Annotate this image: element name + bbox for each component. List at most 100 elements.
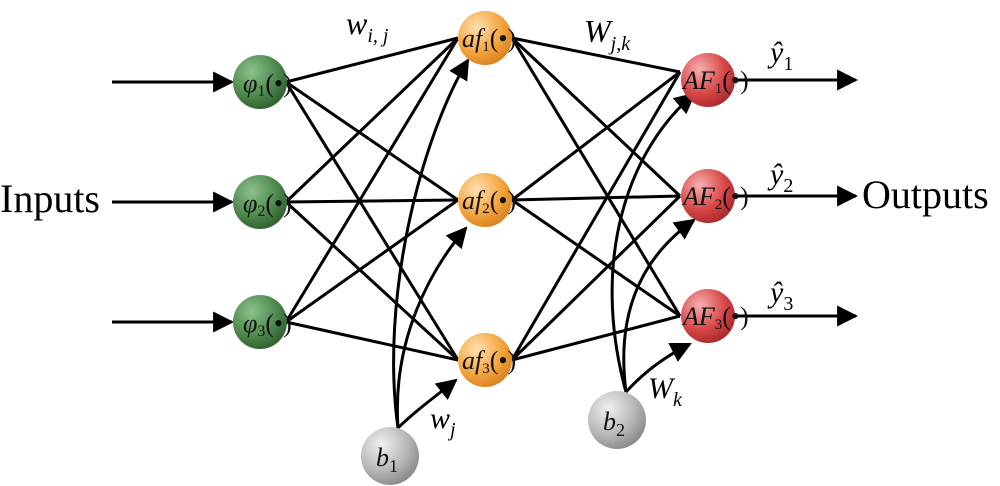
bias1-to-hidden2 [395, 226, 468, 429]
node-argument: (•) [722, 302, 748, 331]
y-hat-subscript: 1 [783, 53, 793, 75]
outputs-label: Outputs [862, 172, 989, 217]
edge [285, 198, 459, 324]
node-argument: (•) [722, 66, 748, 95]
hidden-node-2: af2(•) [458, 173, 516, 227]
weight-wj-symbol: w [430, 402, 450, 435]
weight-Wjk-subscript: j,k [608, 33, 632, 55]
node-symbol: AF [681, 66, 716, 95]
node-argument: (•) [265, 189, 291, 218]
node-symbol: af [462, 24, 486, 53]
edge [511, 198, 681, 318]
bias-node-2: b2 [588, 391, 646, 449]
weight-Wk-subscript: k [673, 389, 683, 411]
node-symbol: φ [243, 189, 257, 218]
node-symbol: af [462, 346, 486, 375]
node-subscript: 3 [715, 317, 723, 333]
svg-text:af2(•): af2(•) [462, 186, 516, 217]
node-argument: (•) [265, 69, 291, 98]
svg-text:AF2(•): AF2(•) [681, 182, 749, 213]
hidden-output-edges [510, 36, 682, 362]
edge [285, 198, 459, 204]
bias1-to-hidden1 [392, 58, 470, 429]
bias2-to-output3 [624, 342, 692, 394]
bias1-arrows [392, 58, 470, 430]
weight-wij-label: wi, j [346, 5, 389, 47]
node-subscript: 1 [482, 39, 490, 55]
y-hat-symbol: ŷ [767, 158, 784, 191]
y-hat-subscript: 2 [783, 175, 793, 197]
input-node-2: φ2(•) [233, 175, 292, 229]
hidden-node-3: af3(•) [458, 333, 516, 387]
node-subscript: 2 [715, 197, 723, 213]
svg-text:φ1(•): φ1(•) [243, 69, 292, 100]
edge [510, 37, 682, 317]
svg-text:AF1(•): AF1(•) [681, 66, 749, 97]
hidden-node-1: af1(•) [458, 11, 516, 65]
edge [511, 70, 681, 202]
edge [285, 80, 459, 202]
node-symbol: φ [243, 309, 257, 338]
node-subscript: 2 [482, 201, 490, 217]
bias1-to-hidden3 [396, 378, 458, 430]
node-subscript: 2 [257, 203, 265, 220]
y-hat-subscript: 3 [783, 293, 793, 315]
edge [511, 314, 681, 362]
bias2-to-output2 [622, 218, 696, 393]
weight-Wjk-label: Wj,k [584, 13, 631, 55]
bias2-arrows [610, 92, 696, 394]
input-hidden-edges [284, 36, 460, 362]
output-arrows [736, 69, 859, 327]
node-subscript: 1 [257, 83, 265, 100]
weight-wij-subscript: i, j [367, 25, 389, 47]
svg-text:af1(•): af1(•) [462, 24, 516, 55]
edge [511, 36, 681, 74]
y-hat-symbol: ŷ [767, 276, 784, 309]
node-symbol: AF [681, 302, 716, 331]
edge [510, 71, 682, 361]
node-subscript: 3 [257, 323, 265, 340]
node-argument: (•) [490, 24, 516, 53]
node-symbol: AF [681, 182, 716, 211]
node-symbol: φ [243, 69, 257, 98]
inputs-label: Inputs [0, 176, 100, 221]
svg-text:φ3(•): φ3(•) [243, 309, 292, 340]
svg-text:b2: b2 [603, 407, 625, 440]
input-arrows [112, 71, 235, 333]
node-subscript: 1 [389, 456, 398, 476]
node-symbol: b [376, 443, 389, 472]
node-subscript: 2 [616, 420, 625, 440]
bias-node-1: b1 [361, 427, 419, 485]
svg-text:AF3(•): AF3(•) [681, 302, 749, 333]
node-argument: (•) [490, 186, 516, 215]
edge [285, 320, 459, 362]
edge [510, 194, 682, 362]
edge [510, 36, 682, 198]
weight-wij-symbol: w [346, 5, 368, 41]
edge [284, 37, 460, 323]
weight-Wjk-symbol: W [584, 13, 614, 49]
weight-Wk-label: Wk [648, 372, 683, 411]
input-node-1: φ1(•) [233, 55, 292, 109]
output-node-3: AF3(•) [681, 289, 749, 343]
edge [285, 36, 459, 84]
node-subscript: 3 [482, 361, 490, 377]
node-argument: (•) [265, 309, 291, 338]
output-node-2: AF2(•) [681, 169, 749, 223]
y-hat-symbol: ŷ [767, 36, 784, 69]
y-hat-1-label: ŷ1 [767, 36, 793, 75]
node-argument: (•) [490, 346, 516, 375]
weight-wj-subscript: j [447, 419, 456, 441]
edge [284, 36, 460, 204]
bias2-to-output1 [610, 92, 696, 393]
input-node-3: φ3(•) [233, 295, 292, 349]
node-subscript: 1 [715, 81, 723, 97]
svg-text:φ2(•): φ2(•) [243, 189, 292, 220]
edge [284, 200, 460, 362]
svg-text:af3(•): af3(•) [462, 346, 516, 377]
output-node-1: AF1(•) [681, 53, 749, 107]
y-hat-3-label: ŷ3 [767, 276, 793, 315]
node-symbol: b [603, 407, 616, 436]
